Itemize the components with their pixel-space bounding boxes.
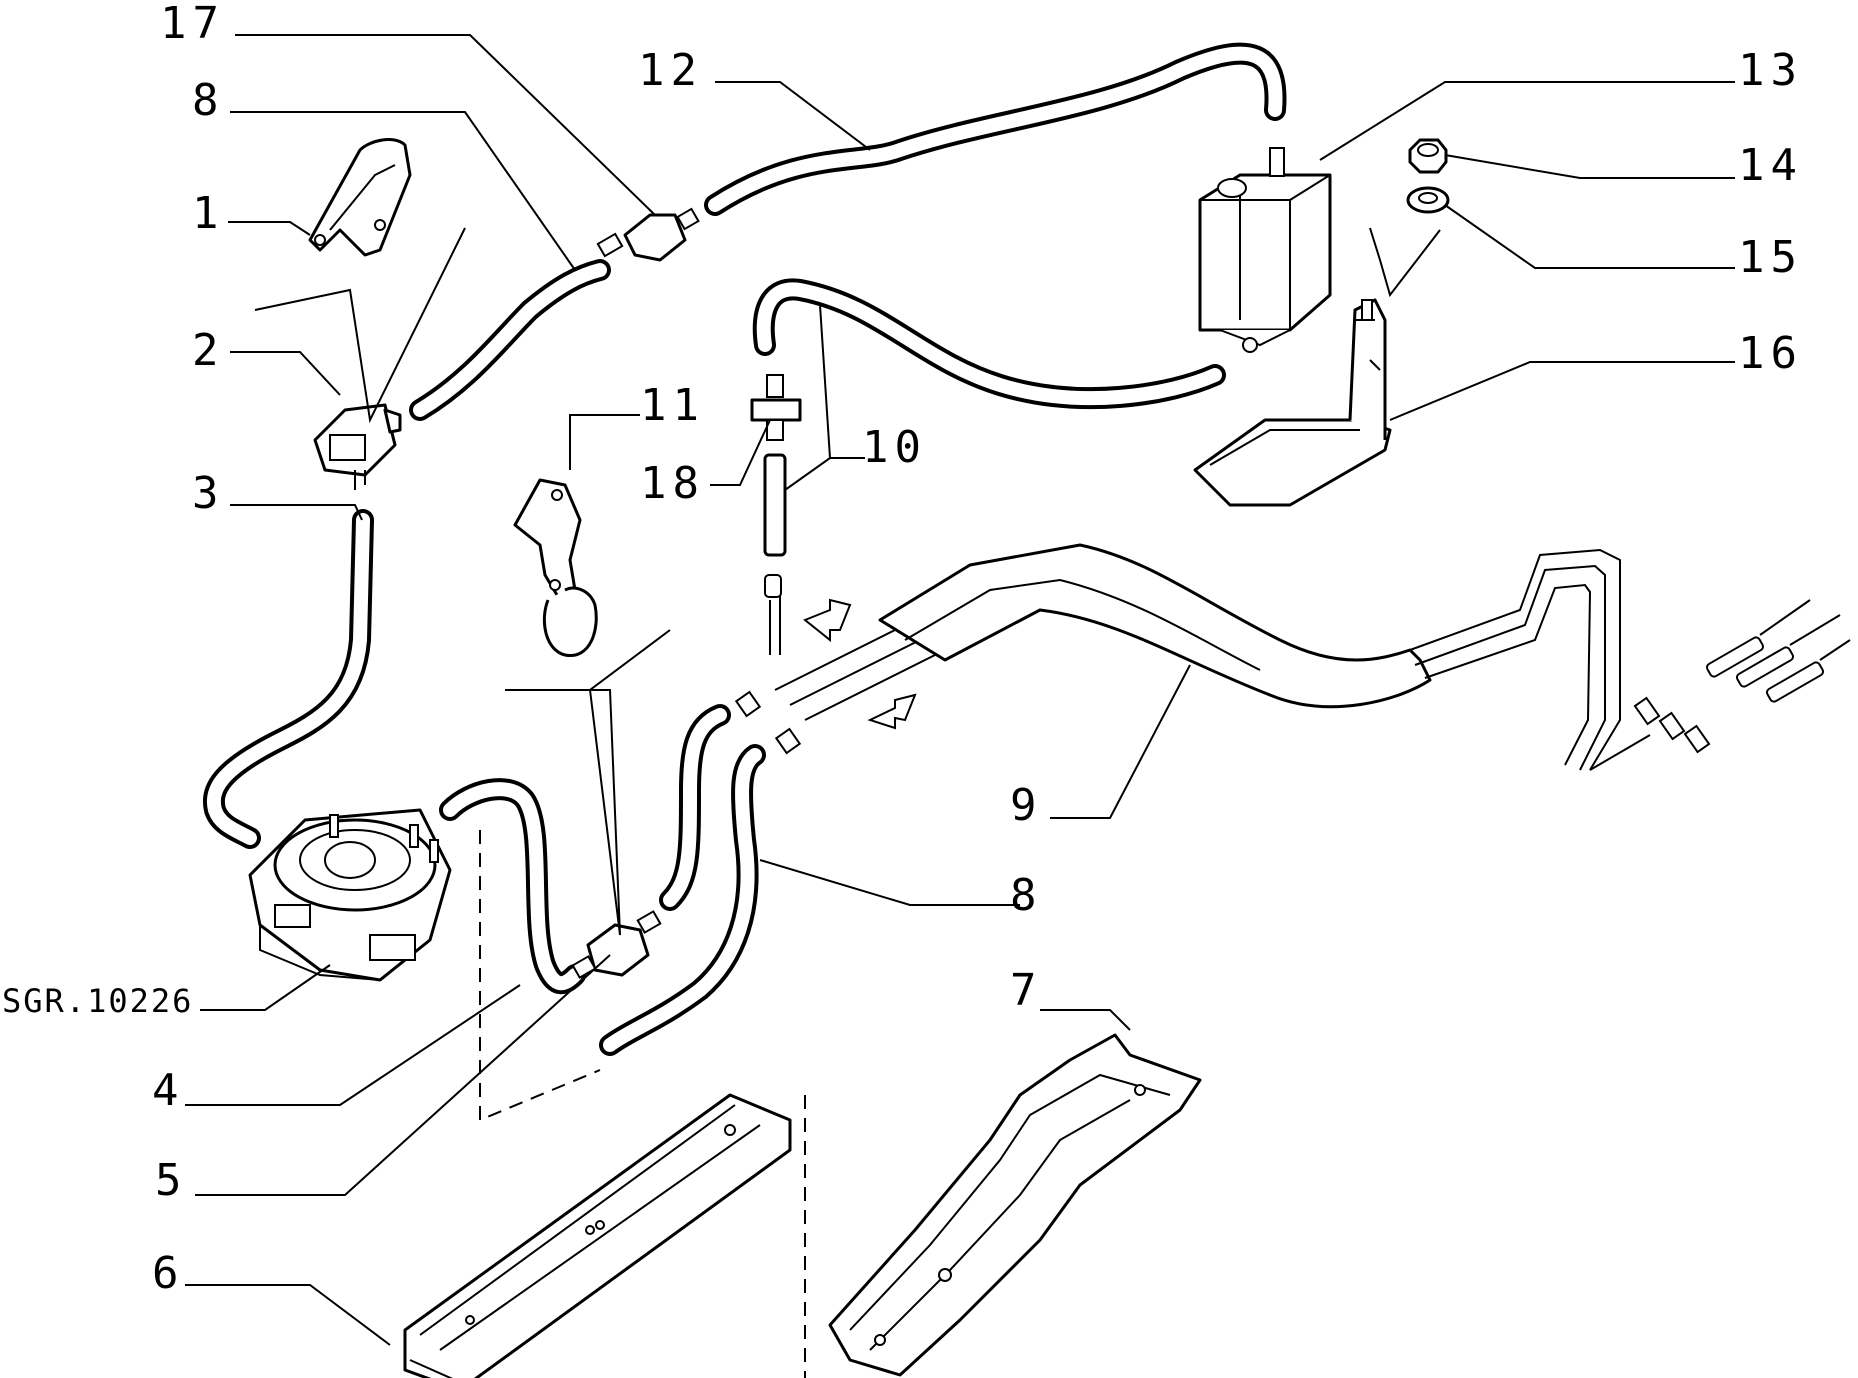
- callout-4: 4: [152, 1065, 185, 1116]
- hose-10[interactable]: [752, 278, 1226, 410]
- hose-8-lower-b[interactable]: [599, 744, 766, 1056]
- fuel-pipe-bundle[interactable]: [769, 543, 1651, 771]
- direction-arrow-left: [803, 598, 852, 643]
- hose-8-upper[interactable]: [409, 259, 611, 421]
- valve-18[interactable]: [750, 374, 802, 441]
- callout-15: 15: [1738, 232, 1803, 283]
- leader-lines: [185, 34, 1735, 1346]
- callout-8-lower: 8: [1010, 870, 1043, 921]
- bracket-7[interactable]: [828, 1033, 1202, 1377]
- washer-15[interactable]: [1406, 186, 1450, 214]
- drawing-reference: SGR.10226: [2, 982, 193, 1020]
- callout-11: 11: [640, 380, 705, 431]
- bracket-1[interactable]: [308, 138, 412, 257]
- hose-10-short[interactable]: [763, 453, 787, 557]
- bracket-6[interactable]: [403, 1093, 792, 1378]
- callout-1: 1: [192, 188, 225, 239]
- clamp-11[interactable]: [513, 478, 598, 657]
- callout-labels: 1 2 3 4 5 6 7 8 8 9 10 11 12 13 14 15 16…: [2, 0, 1803, 1299]
- hose-3[interactable]: [202, 509, 374, 849]
- assembly-dashed-lines: [479, 830, 806, 1378]
- hose-8-lower-a[interactable]: [659, 704, 731, 911]
- nut-14[interactable]: [1408, 138, 1448, 174]
- check-valve-17[interactable]: [596, 207, 700, 262]
- pipe-end-connectors: [734, 574, 1851, 755]
- throttle-body-assembly[interactable]: [248, 808, 452, 982]
- callout-12: 12: [638, 45, 703, 96]
- hose-4[interactable]: [439, 778, 586, 995]
- valve-2[interactable]: [313, 403, 402, 490]
- callout-7: 7: [1010, 965, 1043, 1016]
- support-tray-16[interactable]: [1193, 298, 1392, 507]
- callout-5: 5: [155, 1155, 188, 1206]
- hose-12[interactable]: [704, 42, 1287, 216]
- callout-10: 10: [862, 422, 927, 473]
- callout-3: 3: [192, 468, 225, 519]
- callout-18: 18: [640, 458, 705, 509]
- callout-8-upper: 8: [192, 75, 225, 126]
- direction-arrow-right: [867, 693, 917, 730]
- canister-13[interactable]: [1198, 147, 1332, 353]
- callout-13: 13: [1738, 45, 1803, 96]
- callout-2: 2: [192, 325, 225, 376]
- callout-14: 14: [1738, 140, 1803, 191]
- callout-16: 16: [1738, 328, 1803, 379]
- check-valve-5[interactable]: [571, 910, 662, 979]
- callout-6: 6: [152, 1248, 185, 1299]
- callout-17: 17: [160, 0, 225, 49]
- callout-9: 9: [1010, 780, 1043, 831]
